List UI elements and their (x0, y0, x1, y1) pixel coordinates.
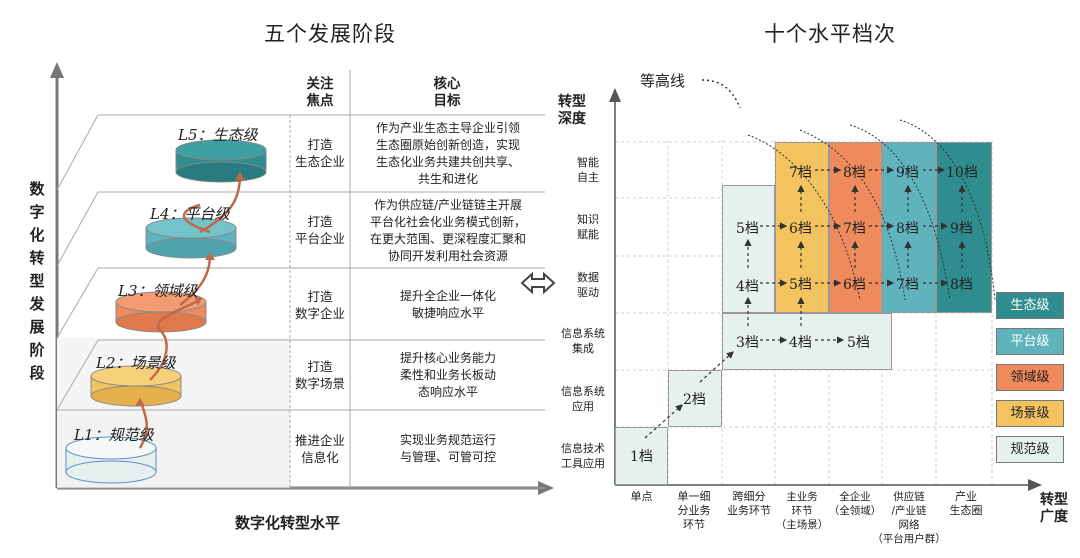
legend-scene: 场景级 (996, 400, 1064, 427)
left-diagram (50, 62, 554, 495)
tier-label-5a: 5档 (736, 221, 759, 237)
left-x-axis-label: 数字化转型水平 (235, 514, 341, 532)
cylinder-l5 (175, 139, 267, 183)
tier-label-5b: 5档 (847, 335, 870, 351)
level-label-l2: L2：场景级 (96, 354, 176, 372)
focus-l5: 打造 生态企业 (294, 137, 345, 169)
tier-label-2: 2档 (683, 392, 706, 408)
right-x-axis-title: 转型 广度 (1040, 492, 1068, 525)
tier-label-10: 10档 (946, 165, 978, 181)
tier-label-3: 3档 (736, 335, 759, 351)
tier-band-l1 (722, 313, 892, 370)
x-label-cross-segment: 跨细分 业务环节 (727, 490, 771, 517)
header-goal: 核心 目标 (433, 76, 461, 109)
left-y-axis-label: 数字化转型发展阶段 (29, 180, 45, 382)
focus-l4: 打造 平台企业 (294, 214, 345, 246)
y-label-application: 信息系统 应用 (561, 385, 605, 413)
x-label-single: 单点 (630, 490, 653, 503)
x-label-sub-segment: 单一细 分业务 环节 (677, 490, 711, 531)
cylinder-l2 (90, 365, 182, 407)
level-label-l1: L1：规范级 (74, 426, 154, 444)
goal-l2: 提升核心业务能力 柔性和业务长板动 态响应水平 (399, 351, 496, 399)
cylinder-l1 (65, 436, 157, 484)
tier-label-8b: 8档 (896, 221, 919, 237)
goal-l5: 作为产业生态主导企业引领 生态圈原始创新创造，实现 生态化业务共建共创共享、 共… (375, 121, 520, 186)
legend-eco: 生态级 (996, 292, 1064, 319)
y-label-intelligent: 智能 自主 (577, 156, 599, 184)
tier-label-6a: 6档 (789, 221, 812, 237)
y-label-knowledge: 知识 赋能 (577, 213, 599, 241)
level-label-l5: L5：生态级 (178, 126, 258, 144)
tier-label-9b: 9档 (950, 221, 973, 237)
header-focus: 关注 焦点 (306, 76, 334, 109)
x-label-main-business: 主业务 环节 （主场景） (775, 491, 829, 531)
x-label-supply-chain: 供应链 /产业链 网络 （平台用户群） (872, 491, 946, 545)
tier-label-7a: 7档 (789, 165, 812, 181)
tier-cell-2: 2档 (668, 370, 722, 427)
legend-domain: 领域级 (996, 364, 1064, 391)
y-label-integration: 信息系统 集成 (561, 327, 605, 355)
contour-pointer (701, 79, 741, 109)
goal-l4: 作为供应链/产业链链主开展 平台化社会化业务模式创新， 在更大范围、更深程度汇聚… (369, 198, 526, 263)
legend-standard: 规范级 (996, 436, 1064, 463)
tier-label-5c: 5档 (789, 277, 812, 293)
focus-l2: 打造 数字场景 (294, 359, 345, 391)
tier-label-4b: 4档 (789, 335, 812, 351)
level-label-l3: L3：领域级 (118, 282, 198, 300)
x-label-enterprise: 全企业 （全领域） (828, 491, 882, 517)
tier-label-7c: 7档 (896, 277, 919, 293)
tier-label-7b: 7档 (843, 221, 866, 237)
tier-label-1: 1档 (630, 449, 653, 465)
legend-platform: 平台级 (996, 328, 1064, 355)
left-title: 五个发展阶段 (264, 22, 396, 46)
level-label-l4: L4：平台级 (150, 205, 230, 223)
double-arrow-icon (520, 271, 556, 295)
tier-label-6b: 6档 (843, 277, 866, 293)
right-y-axis-title: 转型 深度 (558, 94, 586, 127)
y-label-tools: 信息技术 工具应用 (561, 442, 605, 470)
right-title: 十个水平档次 (764, 22, 896, 46)
focus-l3: 打造 数字企业 (294, 289, 345, 321)
tier-cell-1: 1档 (615, 427, 668, 485)
tier-label-4a: 4档 (736, 279, 759, 295)
focus-l1: 推进企业 信息化 (294, 433, 345, 465)
tier-label-8c: 8档 (950, 277, 973, 293)
goal-l3: 提升全企业一体化 敏捷响应水平 (399, 289, 496, 320)
contour-label: 等高线 (640, 72, 686, 90)
tier-label-9a: 9档 (896, 165, 919, 181)
goal-l1: 实现业务规范运行 与管理、可管可控 (399, 433, 496, 464)
y-label-data: 数据 驱动 (577, 271, 599, 299)
x-label-ecosystem: 产业 生态圈 (949, 490, 983, 517)
